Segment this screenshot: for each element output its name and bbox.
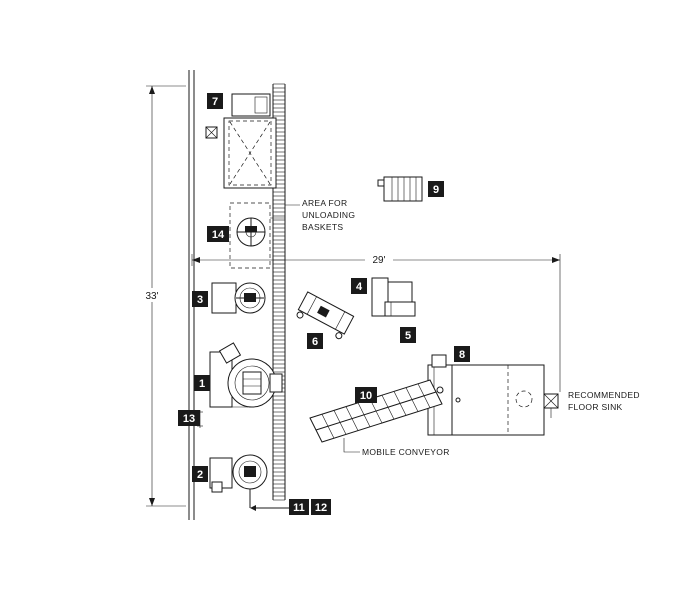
conveyor-slat: [357, 402, 371, 427]
svg-text:7: 7: [212, 96, 218, 108]
badge-7: 7: [207, 93, 223, 109]
conveyor-slat: [405, 387, 419, 412]
badge-13: 13: [178, 410, 200, 426]
badge-12: 12: [311, 499, 331, 515]
svg-text:BASKETS: BASKETS: [302, 222, 343, 232]
svg-text:9: 9: [433, 184, 439, 196]
conveyor-slat: [381, 395, 395, 420]
equipment-7-unit: [205, 93, 277, 189]
svg-text:6: 6: [312, 336, 318, 348]
svg-text:11: 11: [293, 502, 305, 514]
width-dimension: 29': [191, 252, 561, 392]
conveyor-slat: [417, 383, 431, 408]
badge-5: 5: [400, 327, 416, 343]
equipment-9-unit: [377, 176, 423, 202]
equipment-1-station: [209, 342, 283, 408]
badge-11: 11: [289, 499, 309, 515]
badge-9: 9: [428, 181, 444, 197]
equipment-2-station: [209, 454, 292, 511]
badge-14: 14: [207, 226, 229, 242]
equipment-10-mobile-conveyor: [309, 379, 443, 443]
svg-text:1: 1: [199, 378, 205, 390]
badge-8: 8: [454, 346, 470, 362]
badge-1: 1: [194, 375, 210, 391]
svg-text:3: 3: [197, 294, 203, 306]
height-dimension-label: 33': [145, 291, 158, 302]
badge-2: 2: [192, 466, 208, 482]
badge-4: 4: [351, 278, 367, 294]
svg-text:13: 13: [183, 413, 195, 425]
svg-text:AREA FOR: AREA FOR: [302, 198, 347, 208]
svg-text:UNLOADING: UNLOADING: [302, 210, 355, 220]
unloading-area-note: AREA FOR UNLOADING BASKETS: [270, 198, 355, 232]
svg-text:14: 14: [212, 229, 225, 241]
svg-text:MOBILE CONVEYOR: MOBILE CONVEYOR: [362, 447, 450, 457]
svg-text:5: 5: [405, 330, 411, 342]
equipment-8-tank: [427, 354, 545, 436]
mobile-conveyor-note: MOBILE CONVEYOR: [343, 438, 450, 457]
conveyor-slat: [321, 414, 335, 439]
badge-3: 3: [192, 291, 208, 307]
equipment-14-unloading-station: [229, 202, 271, 269]
conveyor-slat: [393, 391, 407, 416]
equipment-3-station: [211, 282, 266, 314]
width-dimension-label: 29': [372, 255, 385, 266]
svg-text:10: 10: [360, 390, 372, 402]
floor-sink-note: RECOMMENDED FLOOR SINK: [568, 390, 640, 412]
svg-text:RECOMMENDED: RECOMMENDED: [568, 390, 640, 400]
svg-text:8: 8: [459, 349, 465, 361]
equipment-4-5-table: [371, 277, 416, 317]
floor-sink: [543, 393, 559, 418]
svg-text:FLOOR SINK: FLOOR SINK: [568, 402, 623, 412]
conveyor-slat: [333, 410, 347, 435]
svg-text:2: 2: [197, 469, 203, 481]
badge-10: 10: [355, 387, 377, 403]
svg-text:12: 12: [315, 502, 327, 514]
height-dimension: 33': [140, 85, 186, 507]
badge-6: 6: [307, 333, 323, 349]
svg-text:4: 4: [356, 281, 363, 293]
equipment-6-cart: [296, 291, 355, 340]
conveyor-slat: [345, 406, 359, 431]
